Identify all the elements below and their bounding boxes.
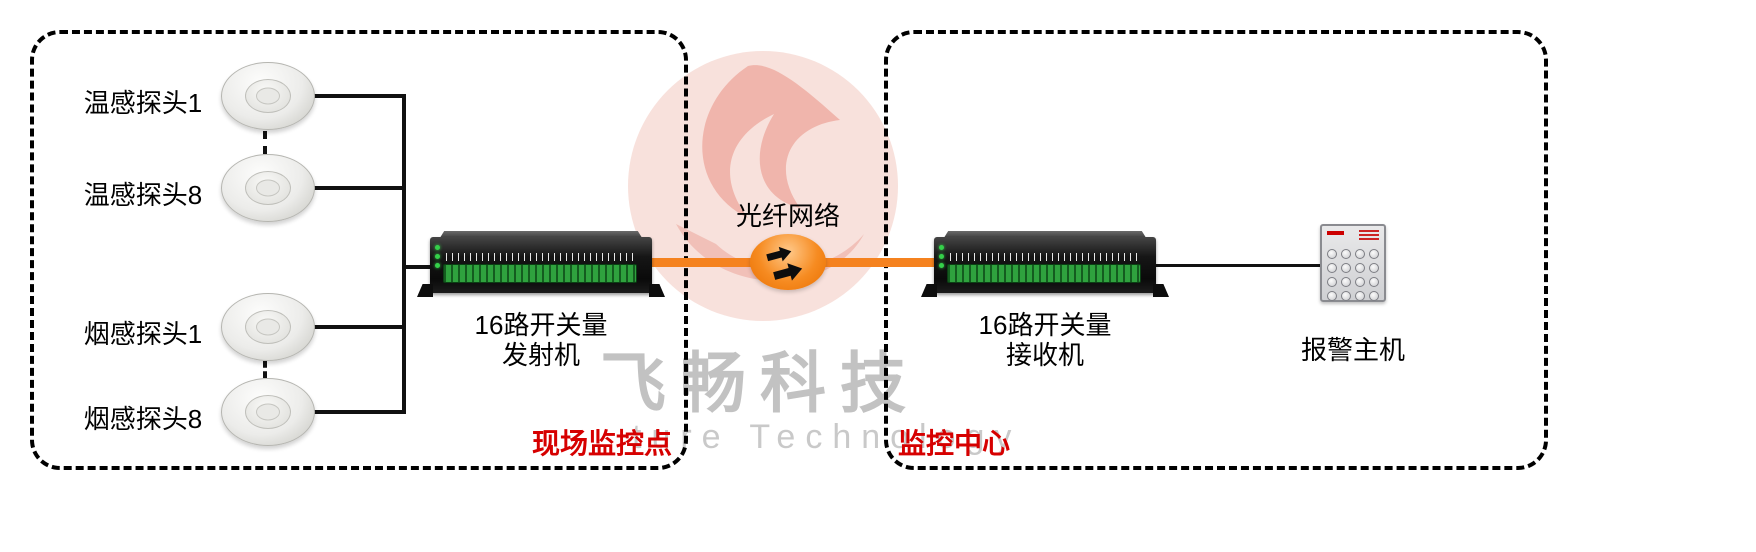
keypad-buttons — [1327, 249, 1379, 301]
device-channel-marks — [446, 253, 634, 261]
bus-line — [402, 94, 406, 414]
smoke-detector-1-label: 烟感探头1 — [83, 319, 203, 349]
connector-line-detector3 — [313, 325, 404, 329]
temp-detector-1-label: 温感探头1 — [83, 88, 203, 118]
device-led-indicators — [939, 245, 944, 268]
alarm-host-label: 报警主机 — [1300, 335, 1405, 365]
watermark-subtext: ture Technology — [632, 418, 1022, 456]
center-zone-label: 监控中心 — [898, 428, 1011, 459]
device-led-indicators — [435, 245, 440, 268]
smoke-detector-8-icon — [221, 378, 315, 446]
device-terminal-strip — [443, 264, 637, 283]
detector-pair2-dashed-line — [263, 361, 267, 378]
detector-pair1-dashed-line — [263, 131, 267, 154]
detector-core — [256, 87, 280, 105]
device-terminal-strip — [947, 264, 1141, 283]
field-zone-label: 现场监控点 — [532, 428, 673, 459]
device-channel-marks — [950, 253, 1138, 261]
receiver-device — [921, 231, 1169, 297]
fiber-arrows-icon — [766, 246, 803, 281]
connector-line-detector2 — [313, 186, 404, 190]
transmitter-device — [417, 231, 665, 297]
field-zone-box — [30, 30, 688, 470]
bus-to-transmitter-line — [402, 265, 434, 269]
center-zone-box — [884, 30, 1548, 470]
device-top-panel — [438, 231, 644, 241]
temp-detector-8-icon — [221, 154, 315, 222]
fiber-network-label: 光纤网络 — [735, 201, 840, 231]
fiber-network-node — [750, 234, 826, 290]
connector-line-detector4 — [313, 410, 404, 414]
watermark-brand-text: 飞畅科技 — [600, 346, 920, 420]
keypad-brand-mark — [1327, 231, 1344, 235]
detector-core — [256, 318, 280, 336]
detector-core — [256, 179, 280, 197]
alarm-keypad — [1320, 224, 1386, 302]
temp-detector-8-label: 温感探头8 — [83, 180, 203, 210]
detector-shell — [221, 62, 315, 130]
smoke-detector-8-label: 烟感探头8 — [83, 404, 203, 434]
device-top-panel — [942, 231, 1148, 241]
temp-detector-1-icon — [221, 62, 315, 130]
connector-line-detector1 — [313, 94, 404, 98]
smoke-detector-1-icon — [221, 293, 315, 361]
transmitter-label-line2: 发射机 — [501, 340, 580, 370]
receiver-label-line2: 接收机 — [1005, 340, 1084, 370]
receiver-to-alarm-line — [1154, 264, 1322, 267]
transmitter-label-line1: 16路开关量 — [474, 310, 608, 340]
detector-core — [256, 403, 280, 421]
detector-ring — [245, 79, 291, 113]
receiver-label-line1: 16路开关量 — [978, 310, 1112, 340]
keypad-display — [1359, 230, 1379, 241]
